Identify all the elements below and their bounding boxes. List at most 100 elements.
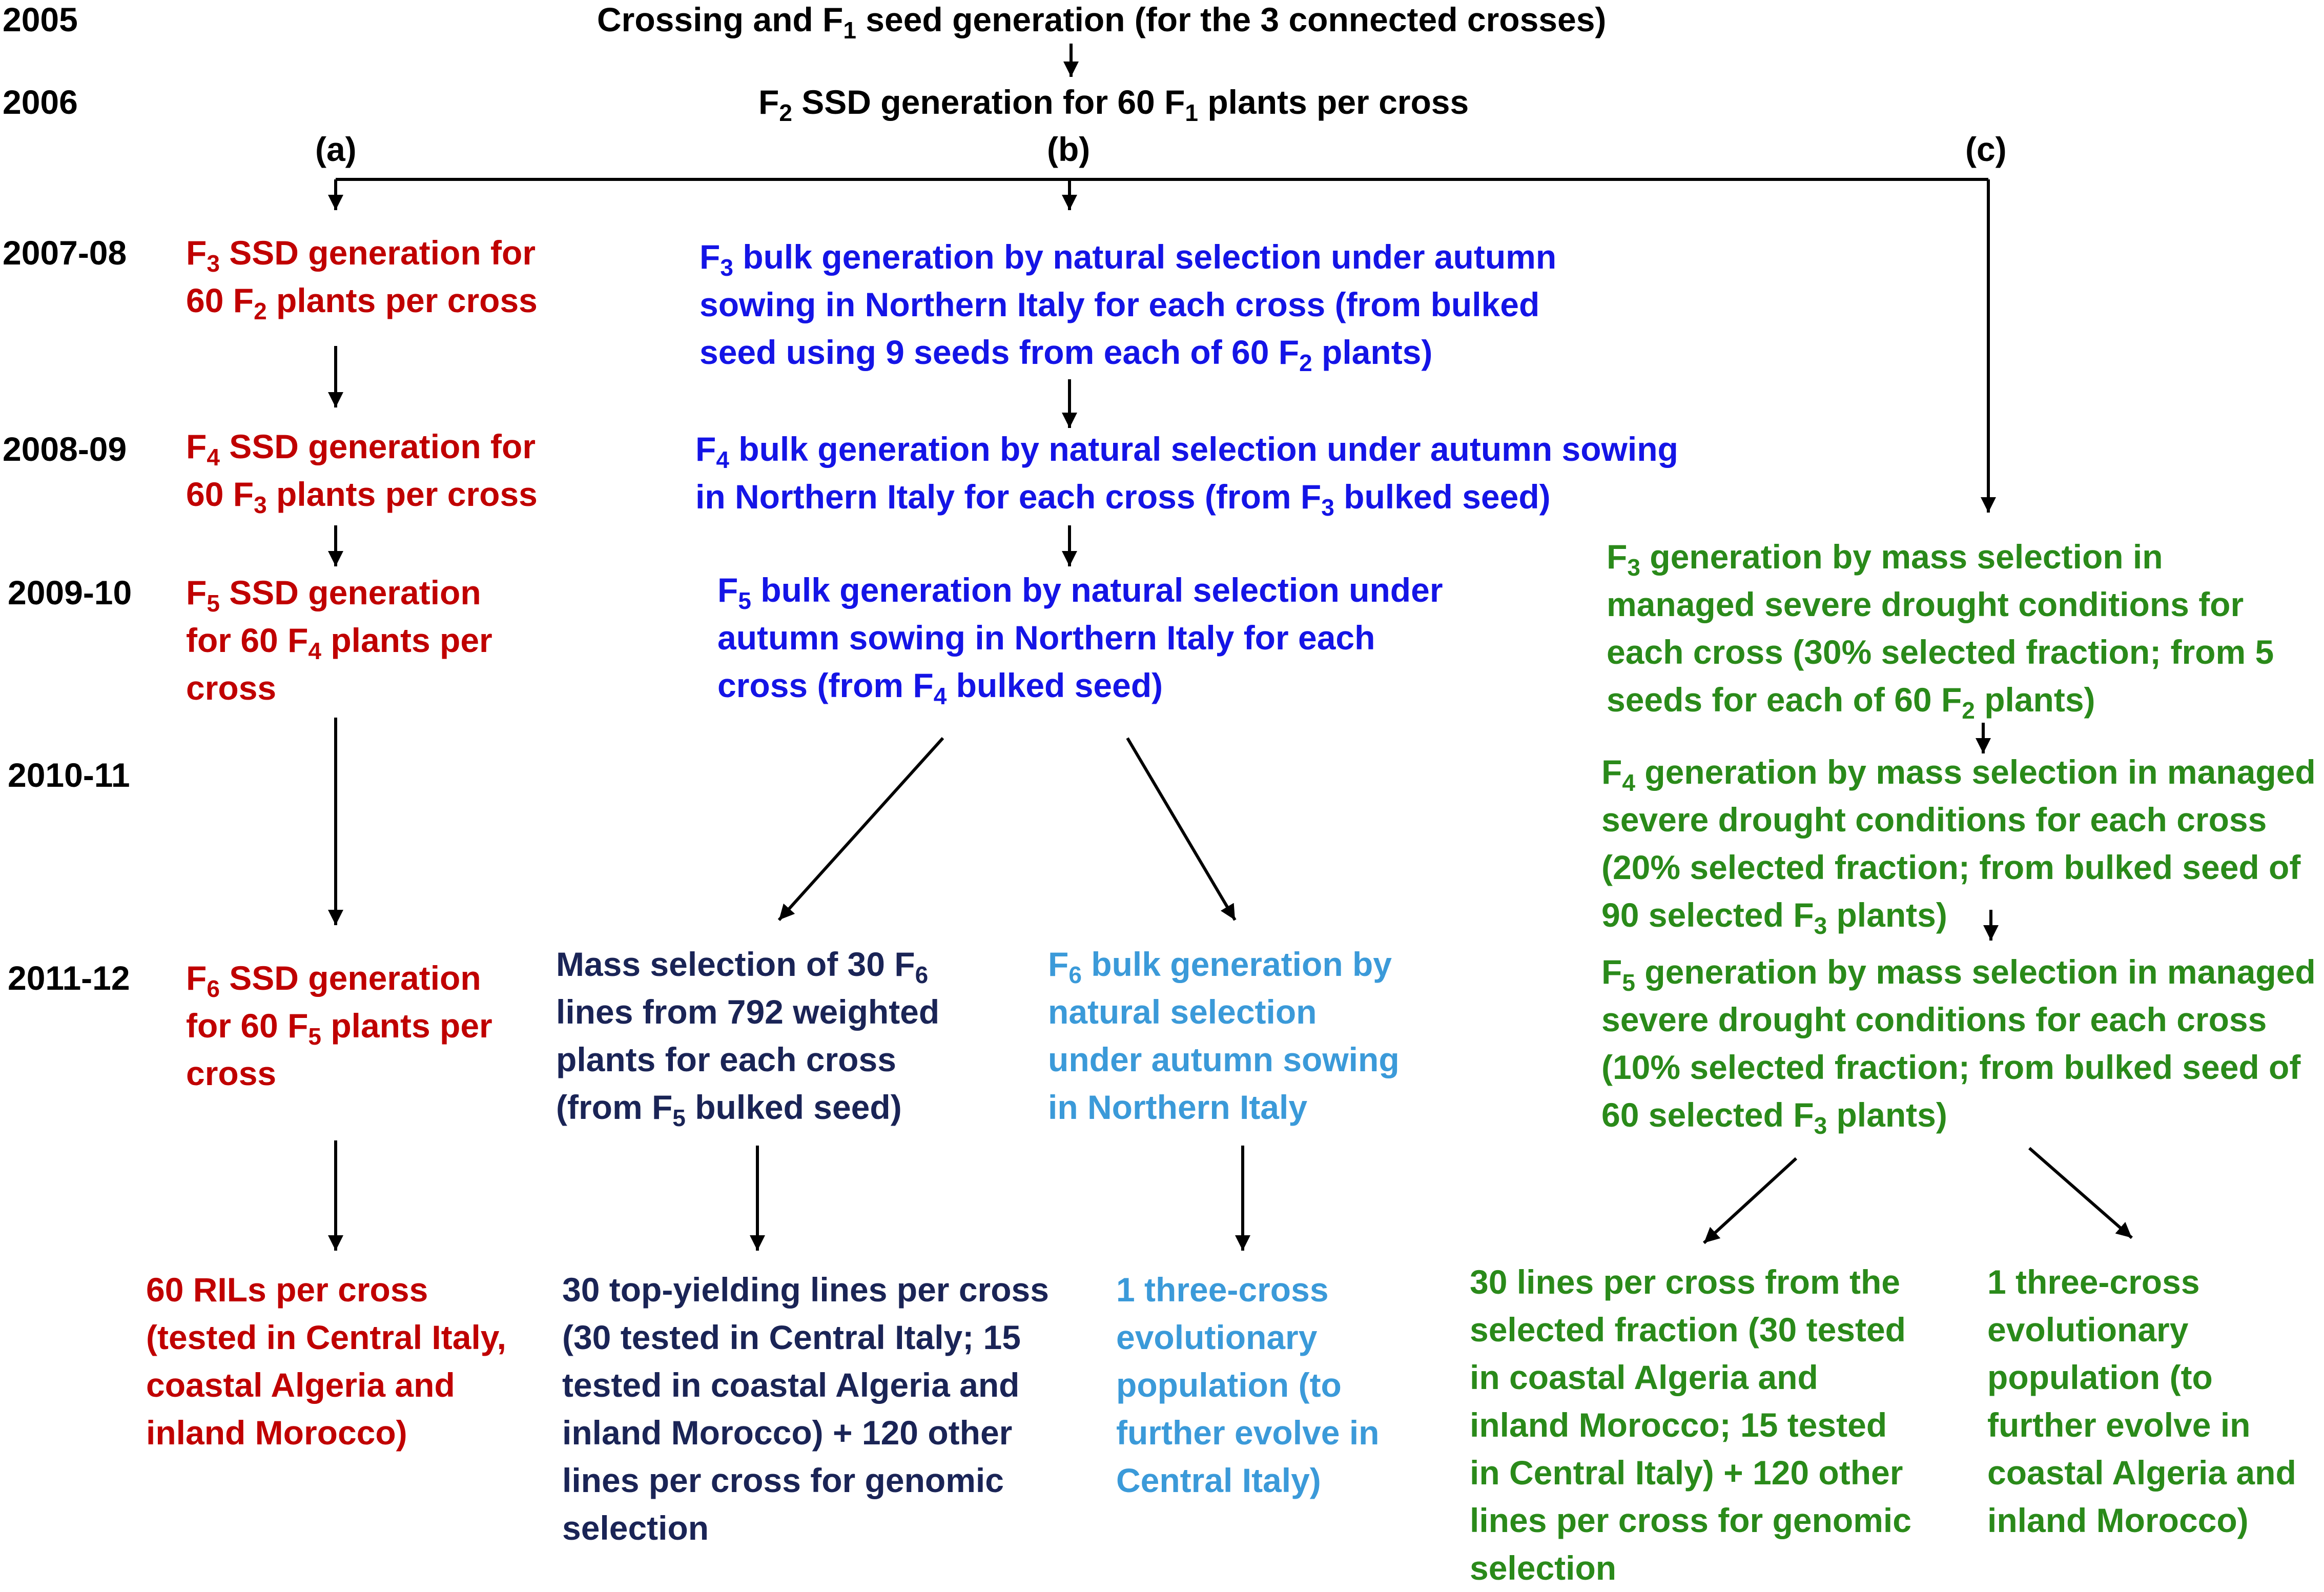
text-line: inland Morocco) (1987, 1501, 2249, 1539)
text-line: F5 generation by mass selection in manag… (1601, 953, 2316, 996)
f2-ssd-step: F2 SSD generation for 60 F1 plants per c… (758, 78, 1469, 126)
text-line: cross (186, 1054, 277, 1092)
text-line: (10% selected fraction; from bulked seed… (1601, 1048, 2301, 1086)
text-line: population (to (1116, 1366, 1342, 1404)
year-2006: 2006 (3, 83, 78, 121)
branch-c-lines-result: 30 lines per cross from the selected frac… (1470, 1258, 1911, 1592)
text-line: coastal Algeria and (1987, 1454, 2296, 1492)
text-line: F5 SSD generation (186, 574, 481, 617)
text-line: F4 SSD generation for (186, 427, 536, 471)
text-line: inland Morocco) (146, 1414, 407, 1452)
text-line: in Northern Italy (1048, 1088, 1308, 1126)
branch-a-f6-ssd: F6 SSD generation for 60 F5 plants per cro… (186, 954, 492, 1097)
crossing-f1-step: Crossing and F1 seed generation (for the… (597, 0, 1606, 44)
text-line: (30 tested in Central Italy; 15 (562, 1318, 1021, 1356)
text-line: natural selection (1048, 993, 1317, 1031)
text-line: lines per cross for genomic (562, 1461, 1004, 1499)
text-line: sowing in Northern Italy for each cross … (700, 285, 1540, 323)
text-line: 30 top-yielding lines per cross (562, 1271, 1049, 1309)
text-line: 1 three-cross (1987, 1263, 2200, 1301)
text-line: further evolve in (1987, 1406, 2251, 1444)
text-line: F5 bulk generation by natural selection … (717, 571, 1443, 614)
text-line: severe drought conditions for each cross (1601, 801, 2267, 839)
text-line: under autumn sowing (1048, 1040, 1400, 1078)
text-line: (20% selected fraction; from bulked seed… (1601, 848, 2301, 886)
text-line: Crossing and F1 seed generation (for the… (597, 1, 1607, 44)
branch-b-evolutionary-population-result: 1 three-cross evolutionary population (to f… (1116, 1266, 1379, 1504)
text-line: autumn sowing in Northern Italy for each (717, 619, 1375, 657)
text-line: lines per cross for genomic (1470, 1501, 1911, 1539)
text-line: 60 selected F3 plants) (1601, 1096, 1947, 1139)
text-line: F4 generation by mass selection in manag… (1601, 753, 2316, 796)
text-line: F2 SSD generation for 60 F1 plants per c… (758, 83, 1469, 126)
text-line: selection (562, 1509, 709, 1547)
year-2005: 2005 (3, 1, 78, 38)
arrow-b-f5-bulk (1126, 737, 1237, 921)
text-line: inland Morocco) + 120 other (562, 1414, 1013, 1452)
branch-b-top-yielding-result: 30 top-yielding lines per cross (30 teste… (562, 1266, 1049, 1552)
text-line: 60 F2 plants per cross (186, 281, 538, 324)
branch-b-f5-bulk: F5 bulk generation by natural selection … (717, 566, 1443, 709)
text-line: 60 F3 plants per cross (186, 475, 538, 518)
arrow-c-f5-lines (1702, 1157, 1798, 1244)
text-line: plants for each cross (556, 1040, 896, 1078)
arrow-b-f5-mass (777, 737, 944, 922)
text-line: cross (186, 669, 277, 707)
branch-b-f6-bulk: F6 bulk generation by natural selection un… (1048, 941, 1400, 1131)
text-line: F3 bulk generation by natural selection … (700, 238, 1557, 281)
text-line: 60 RILs per cross (146, 1271, 428, 1309)
text-line: tested in coastal Algeria and (562, 1366, 1020, 1404)
year-2008-09: 2008-09 (3, 430, 127, 468)
year-2007-08: 2007-08 (3, 234, 127, 272)
branch-c-f4-mass: F4 generation by mass selection in manag… (1601, 748, 2316, 939)
text-line: 30 lines per cross from the (1470, 1263, 1900, 1301)
text-line: selected fraction (30 tested (1470, 1311, 1906, 1349)
branch-b-f3-bulk: F3 bulk generation by natural selection … (700, 233, 1556, 376)
branch-label-b: (b) (1047, 130, 1091, 168)
text-line: each cross (30% selected fraction; from … (1607, 633, 2274, 671)
text-line: managed severe drought conditions for (1607, 585, 2244, 623)
arrow-c-f5-pop (2028, 1147, 2133, 1239)
text-line: F3 generation by mass selection in (1607, 538, 2163, 581)
text-line: in Northern Italy for each cross (from F… (695, 478, 1551, 521)
text-line: 90 selected F3 plants) (1601, 896, 1947, 939)
branch-label-a: (a) (315, 130, 357, 168)
text-line: evolutionary (1116, 1318, 1318, 1356)
text-line: evolutionary (1987, 1311, 2189, 1349)
text-line: F6 SSD generation (186, 959, 481, 1002)
year-2011-12: 2011-12 (8, 959, 130, 997)
text-line: F6 bulk generation by (1048, 945, 1392, 988)
text-line: 1 three-cross (1116, 1271, 1329, 1309)
branch-label-c: (c) (1965, 130, 2007, 168)
text-line: cross (from F4 bulked seed) (717, 666, 1163, 709)
text-line: Central Italy) (1116, 1461, 1321, 1499)
text-line: for 60 F5 plants per (186, 1007, 492, 1050)
branch-b-f4-bulk: F4 bulk generation by natural selection … (695, 425, 1678, 521)
branch-c-f3-mass: F3 generation by mass selection in manage… (1607, 533, 2274, 724)
text-line: inland Morocco; 15 tested (1470, 1406, 1887, 1444)
text-line: (tested in Central Italy, (146, 1318, 506, 1356)
text-line: further evolve in (1116, 1414, 1380, 1452)
text-line: lines from 792 weighted (556, 993, 940, 1031)
branch-c-evolutionary-population-result: 1 three-cross evolutionary population (to f… (1987, 1258, 2296, 1544)
year-2009-10: 2009-10 (8, 574, 132, 611)
branch-b-mass-selection: Mass selection of 30 F6 lines from 792 we… (556, 941, 939, 1131)
text-line: selection (1470, 1549, 1617, 1587)
text-line: coastal Algeria and (146, 1366, 455, 1404)
text-line: in coastal Algeria and (1470, 1358, 1818, 1396)
text-line: population (to (1987, 1358, 2213, 1396)
text-line: in Central Italy) + 120 other (1470, 1454, 1903, 1492)
branch-c-f5-mass: F5 generation by mass selection in manag… (1601, 948, 2316, 1139)
text-line: seed using 9 seeds from each of 60 F2 pl… (700, 333, 1433, 376)
text-line: F4 bulk generation by natural selection … (695, 430, 1678, 473)
year-2010-11: 2010-11 (8, 756, 130, 794)
text-line: for 60 F4 plants per (186, 621, 492, 664)
text-line: Mass selection of 30 F6 (556, 945, 929, 988)
text-line: (from F5 bulked seed) (556, 1088, 902, 1131)
branch-a-rils-result: 60 RILs per cross (tested in Central Ital… (146, 1266, 506, 1457)
text-line: F3 SSD generation for (186, 234, 536, 277)
